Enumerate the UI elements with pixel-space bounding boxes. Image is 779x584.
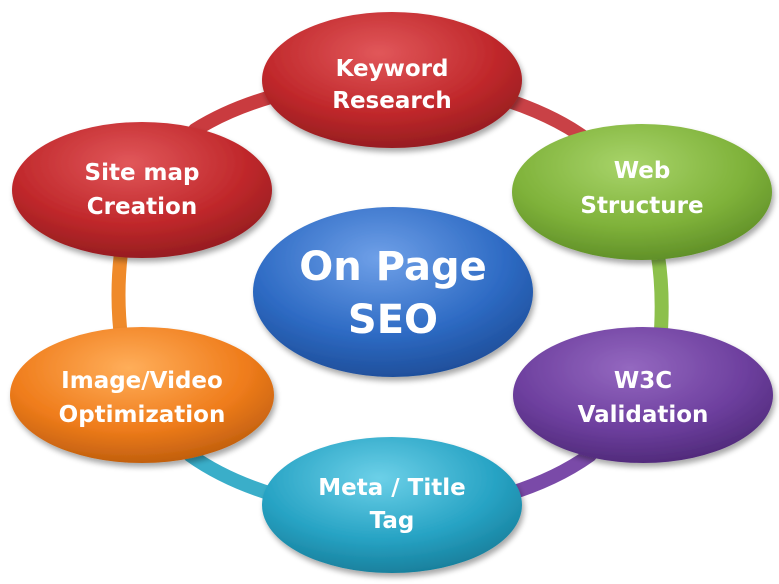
connector-meta-to-image bbox=[183, 448, 282, 502]
node-web-structure-line1: Web bbox=[614, 158, 671, 184]
node-web-structure-line2: Structure bbox=[580, 193, 703, 219]
node-image-video-optimization-line1: Image/Video bbox=[61, 368, 223, 394]
node-keyword-research-line2: Research bbox=[332, 88, 451, 114]
node-web-structure bbox=[512, 124, 772, 260]
node-image-video-optimization bbox=[10, 327, 274, 463]
node-meta-title-tag-line1: Meta / Title bbox=[318, 475, 465, 501]
center-node-on-page-seo bbox=[253, 207, 533, 377]
node-keyword-research bbox=[262, 12, 522, 148]
node-site-map-creation-line1: Site map bbox=[85, 160, 200, 186]
node-image-video-optimization-line2: Optimization bbox=[59, 402, 226, 428]
center-node-line1: On Page bbox=[299, 244, 486, 290]
node-site-map-creation-line2: Creation bbox=[87, 194, 197, 220]
node-w3c-validation-line1: W3C bbox=[614, 368, 672, 394]
node-keyword-research-line1: Keyword bbox=[336, 56, 449, 82]
node-w3c-validation-line2: Validation bbox=[578, 402, 709, 428]
node-w3c-validation bbox=[513, 327, 773, 463]
center-node-line2: SEO bbox=[348, 297, 438, 343]
node-site-map-creation bbox=[12, 122, 272, 258]
node-meta-title-tag-line2: Tag bbox=[370, 508, 415, 534]
node-meta-title-tag bbox=[262, 437, 522, 573]
